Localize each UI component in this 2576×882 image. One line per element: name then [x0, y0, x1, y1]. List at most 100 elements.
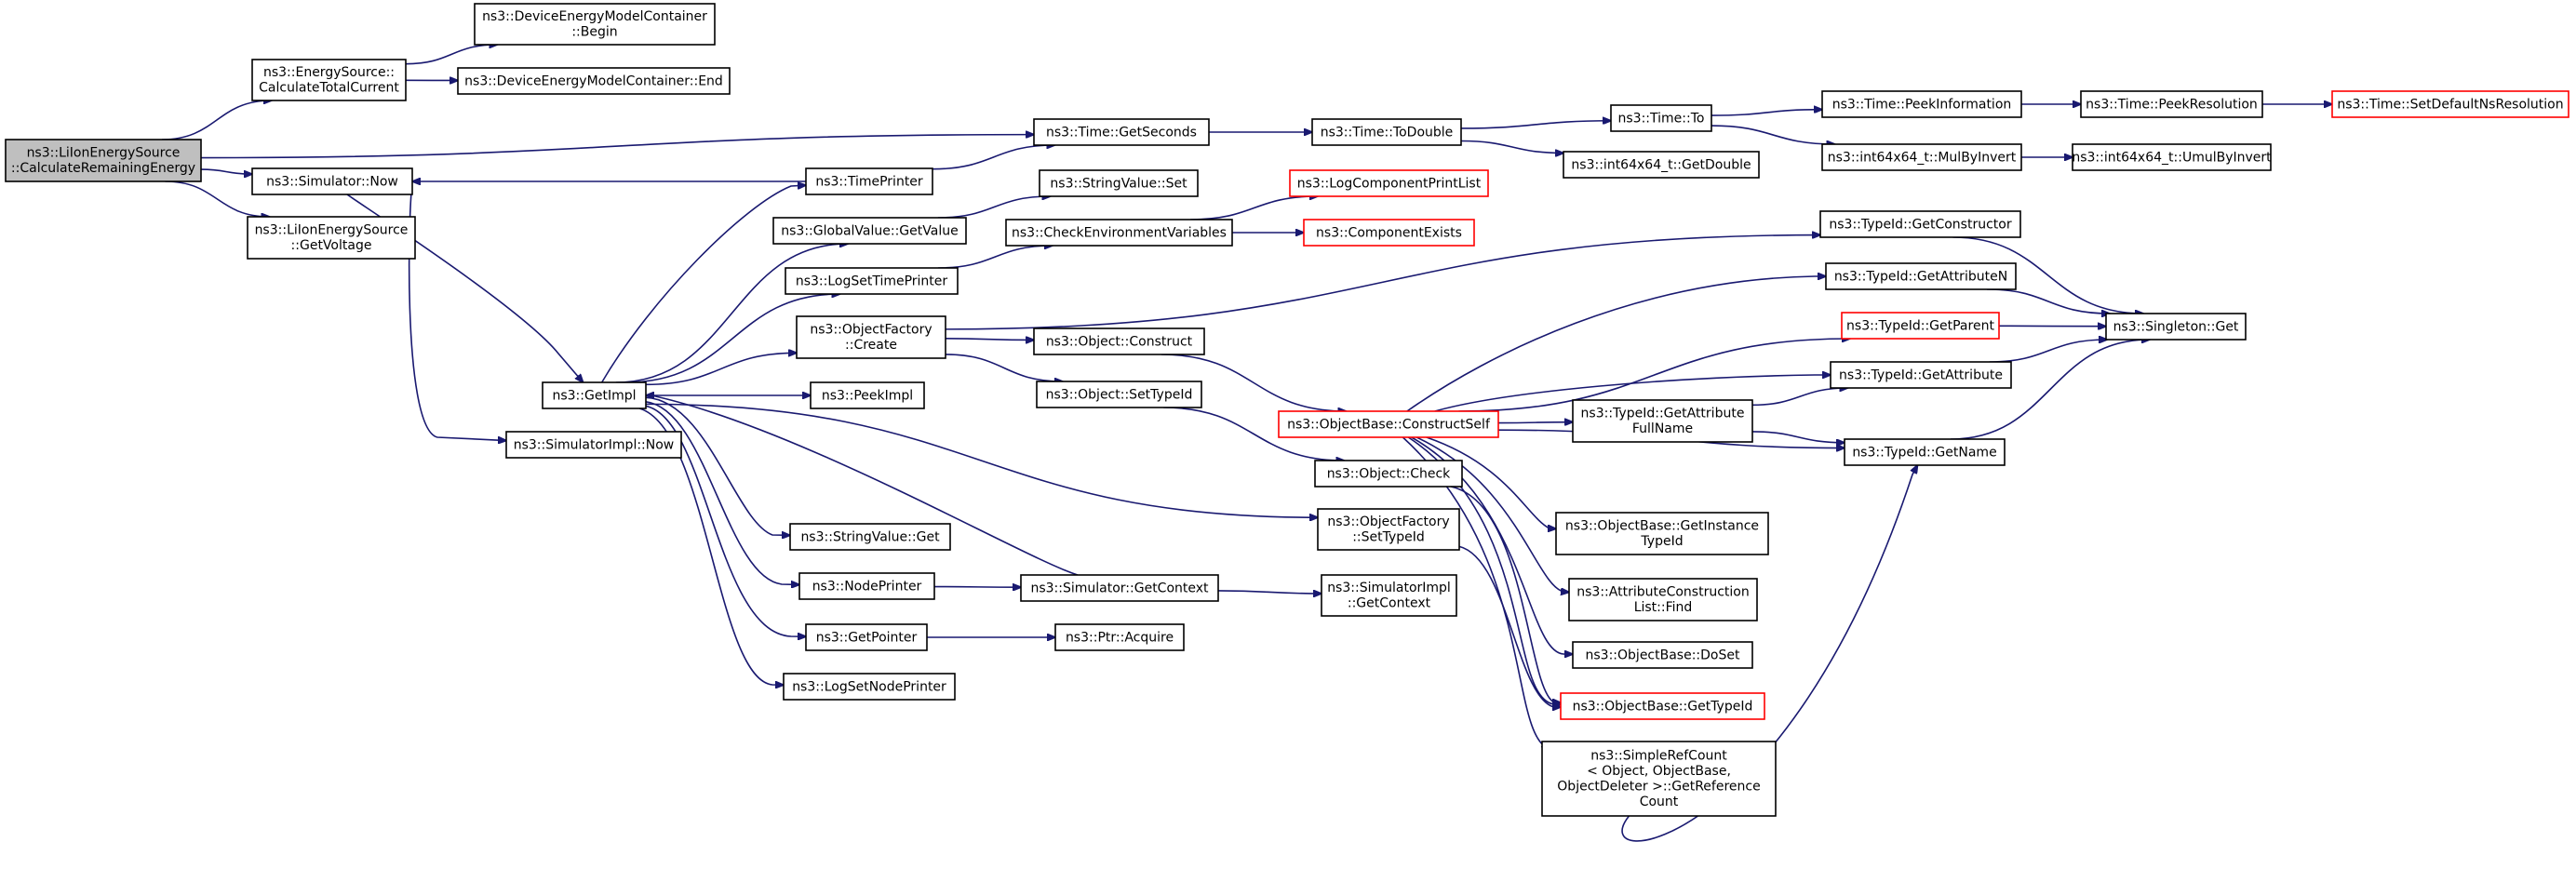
- node-of-create[interactable]: ns3::ObjectFactory::Create: [796, 315, 946, 359]
- node-label-line: ns3::StringValue::Get: [800, 529, 940, 544]
- edge-path: [625, 294, 839, 383]
- node-box: [1825, 262, 2017, 290]
- node-tid-getattribute[interactable]: ns3::TypeId::GetAttribute: [1830, 361, 2012, 389]
- node-tid-getname[interactable]: ns3::TypeId::GetName: [1844, 438, 2006, 466]
- node-label-line: ns3::int64x64_t::MulByInvert: [1828, 150, 2017, 165]
- edge-timeprinter-to-time_getseconds: [932, 145, 1054, 170]
- node-label-line: ::CalculateRemainingEnergy: [11, 161, 195, 176]
- edge-time_to-to-int64_mulbyinvert: [1711, 125, 1835, 144]
- edge-sim_now-to-getimpl: [346, 194, 583, 382]
- node-compexists[interactable]: ns3::ComponentExists: [1303, 219, 1475, 247]
- node-of-settypeid[interactable]: ns3::ObjectFactory::SetTypeId: [1317, 508, 1460, 551]
- node-sim-getcontext[interactable]: ns3::Simulator::GetContext: [1020, 574, 1219, 602]
- node-box: [1317, 508, 1460, 551]
- node-ob-gettypeid[interactable]: ns3::ObjectBase::GetTypeId: [1560, 692, 1765, 720]
- node-time-peekres[interactable]: ns3::Time::PeekResolution: [2080, 90, 2263, 118]
- node-time-getseconds[interactable]: ns3::Time::GetSeconds: [1033, 118, 1210, 146]
- node-dem-end[interactable]: ns3::DeviceEnergyModelContainer::End: [457, 67, 731, 95]
- edge-path: [601, 185, 806, 383]
- node-logsettime[interactable]: ns3::LogSetTimePrinter: [785, 267, 959, 295]
- edge-es_calc-to-dem_begin: [405, 45, 497, 65]
- edge-tid_getname-to-singleton_get: [1950, 340, 2150, 440]
- edge-getimpl-to-nodeprinter: [645, 401, 799, 585]
- node-box: [1289, 169, 1489, 197]
- node-nodeprinter[interactable]: ns3::NodePrinter: [798, 572, 935, 600]
- node-label-line: ns3::TimePrinter: [815, 174, 923, 189]
- edge-path: [162, 100, 272, 140]
- node-label-line: ::Begin: [571, 25, 617, 40]
- node-label-line: ns3::TypeId::GetAttribute: [1839, 368, 2003, 382]
- node-int64-getdouble[interactable]: ns3::int64x64_t::GetDouble: [1563, 151, 1760, 179]
- node-gv-getvalue[interactable]: ns3::GlobalValue::GetValue: [772, 217, 967, 245]
- edge-path: [1751, 388, 1848, 407]
- node-label-line: ns3::DeviceEnergyModelContainer::End: [464, 74, 723, 88]
- node-tid-getparent[interactable]: ns3::TypeId::GetParent: [1841, 312, 2000, 340]
- edge-ob_constructself-to-ob_getinstance: [1426, 436, 1556, 528]
- edge-path: [645, 405, 806, 636]
- node-obj-construct[interactable]: ns3::Object::Construct: [1033, 327, 1205, 355]
- node-getimpl[interactable]: ns3::GetImpl: [542, 381, 647, 409]
- node-root[interactable]: ns3::LiIonEnergySource::CalculateRemaini…: [5, 139, 202, 182]
- edge-sim_getcontext-to-simimpl_getcontext: [1217, 591, 1322, 594]
- node-time-peekinfo[interactable]: ns3::Time::PeekInformation: [1821, 90, 2022, 118]
- node-box: [805, 167, 933, 195]
- node-time-setdefault[interactable]: ns3::Time::SetDefaultNsResolution: [2331, 90, 2569, 118]
- node-singleton-get[interactable]: ns3::Singleton::Get: [2105, 313, 2247, 341]
- node-simplerefcount[interactable]: ns3::SimpleRefCount< Object, ObjectBase,…: [1541, 741, 1777, 817]
- node-ptr-acquire[interactable]: ns3::Ptr::Acquire: [1054, 623, 1185, 651]
- node-int64-umulbyinvert[interactable]: ns3::int64x64_t::UmulByInvert: [2072, 143, 2272, 171]
- node-time-to[interactable]: ns3::Time::To: [1610, 104, 1712, 132]
- node-getpointer[interactable]: ns3::GetPointer: [805, 623, 928, 651]
- node-ob-constructself[interactable]: ns3::ObjectBase::ConstructSelf: [1278, 410, 1499, 438]
- edge-ob_constructself-to-tid_getattrfull: [1497, 422, 1573, 423]
- node-label-line: ns3::LiIonEnergySource: [27, 146, 181, 161]
- node-tid-getattributen[interactable]: ns3::TypeId::GetAttributeN: [1825, 262, 2017, 290]
- node-layer: ns3::LiIonEnergySource::CalculateRemaini…: [5, 3, 2569, 817]
- node-sv-get[interactable]: ns3::StringValue::Get: [789, 523, 951, 551]
- node-checkenv[interactable]: ns3::CheckEnvironmentVariables: [1005, 219, 1233, 247]
- edge-path: [165, 180, 269, 217]
- node-label-line: FullName: [1632, 421, 1693, 436]
- edge-path: [932, 145, 1054, 170]
- node-dem-begin[interactable]: ns3::DeviceEnergyModelContainer::Begin: [474, 3, 716, 46]
- node-label-line: ns3::ObjectFactory: [810, 323, 932, 338]
- node-label-line: ns3::SimulatorImpl::Now: [514, 437, 675, 452]
- node-getvoltage[interactable]: ns3::LiIonEnergySource::GetVoltage: [247, 216, 416, 260]
- edge-path: [1434, 375, 1831, 412]
- node-box: [457, 67, 731, 95]
- node-sim-now[interactable]: ns3::Simulator::Now: [251, 167, 413, 195]
- node-label-line: ns3::StringValue::Set: [1050, 176, 1187, 191]
- node-simimpl-getcontext[interactable]: ns3::SimulatorImpl::GetContext: [1321, 574, 1457, 617]
- node-label-line: ::GetContext: [1348, 596, 1431, 611]
- node-box: [1278, 410, 1499, 438]
- node-label-line: ns3::SimulatorImpl: [1327, 581, 1451, 595]
- edge-path: [1460, 140, 1563, 153]
- node-obj-settypeid[interactable]: ns3::Object::SetTypeId: [1036, 381, 1202, 408]
- node-ob-doset[interactable]: ns3::ObjectBase::DoSet: [1572, 641, 1753, 669]
- node-int64-mulbyinvert[interactable]: ns3::int64x64_t::MulByInvert: [1821, 143, 2022, 171]
- node-sv-set[interactable]: ns3::StringValue::Set: [1039, 169, 1199, 197]
- node-obj-check[interactable]: ns3::Object::Check: [1314, 460, 1463, 488]
- node-es-calc[interactable]: ns3::EnergySource::CalculateTotalCurrent: [251, 59, 407, 101]
- node-time-todouble[interactable]: ns3::Time::ToDouble: [1311, 118, 1462, 146]
- edge-tid_getattrfull-to-tid_getname: [1751, 431, 1845, 443]
- edge-getimpl-to-logsettime: [625, 294, 839, 383]
- node-tid-getconstructor[interactable]: ns3::TypeId::GetConstructor: [1819, 210, 2021, 238]
- node-label-line: ns3::TypeId::GetAttributeN: [1834, 269, 2007, 284]
- node-logcompprint[interactable]: ns3::LogComponentPrintList: [1289, 169, 1489, 197]
- node-simimpl-now[interactable]: ns3::SimulatorImpl::Now: [505, 431, 682, 459]
- node-box: [1541, 741, 1777, 817]
- edge-time_todouble-to-time_to: [1460, 121, 1611, 129]
- node-label-line: ns3::Time::SetDefaultNsResolution: [2337, 97, 2563, 112]
- node-box: [1610, 104, 1712, 132]
- edge-of_create-to-tid_getconstructor: [945, 235, 1820, 330]
- node-logsetnode[interactable]: ns3::LogSetNodePrinter: [783, 673, 956, 701]
- node-timeprinter[interactable]: ns3::TimePrinter: [805, 167, 933, 195]
- edge-path: [945, 354, 1063, 381]
- node-box: [1830, 361, 2012, 389]
- node-peekimpl[interactable]: ns3::PeekImpl: [810, 381, 925, 409]
- node-box: [2105, 313, 2247, 341]
